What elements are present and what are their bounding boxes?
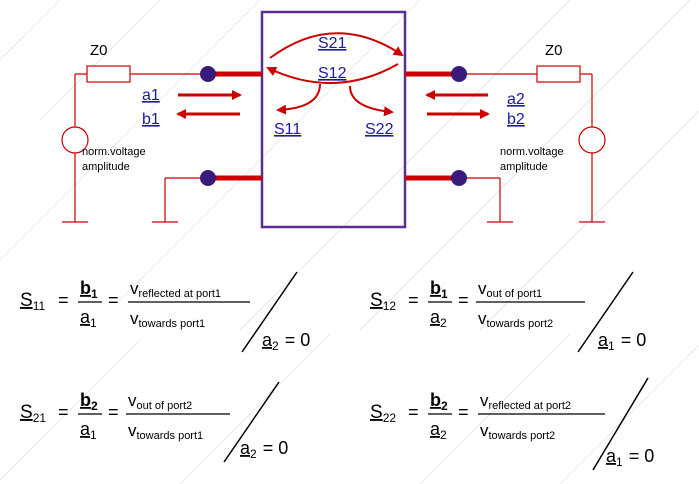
svg-text:vtowards port1: vtowards port1 [130,309,205,330]
svg-text:a1= 0: a1= 0 [606,446,654,469]
right-terminal-top-dot [451,66,467,82]
svg-text:b1: b1 [80,278,98,301]
svg-text:a2= 0: a2= 0 [240,438,288,461]
two-port-box [260,10,407,229]
svg-text:a1: a1 [80,307,97,330]
svg-text:b1: b1 [430,278,448,301]
svg-text:vtowards port2: vtowards port2 [478,309,553,330]
diagram-labels: Z0 Z0 a1 b1 a2 b2 S21 S12 S11 S22 norm.v… [82,35,564,173]
s22-arrow [349,85,394,117]
svg-text:vout of port2: vout of port2 [128,391,192,412]
s11-arrow [276,83,321,115]
z0-left-resistor [86,65,131,83]
svg-text:a1= 0: a1= 0 [598,330,646,353]
svg-text:vout of port1: vout of port1 [478,279,542,300]
equation-s11: S11 = b1 a1 = vreflected at port1 vtowar… [20,271,310,353]
a2-label: a2 [507,91,525,108]
s11-label: S11 [274,121,301,138]
right-port [405,65,606,223]
norm-right-line1: norm.voltage [500,146,564,158]
svg-text:vtowards port1: vtowards port1 [128,421,203,442]
norm-left-line2: amplitude [82,161,130,173]
left-terminal-top-dot [200,66,216,82]
norm-left-line1: norm.voltage [82,146,146,158]
svg-text:=: = [408,402,419,422]
svg-text:=: = [108,402,119,422]
z0-left-label: Z0 [90,42,108,59]
right-voltage-source [578,126,606,154]
a1-label: a1 [142,87,160,104]
svg-text:S11: S11 [20,290,45,313]
right-terminal-bottom-dot [451,170,467,186]
z0-right-label: Z0 [545,42,563,59]
svg-text:=: = [458,290,469,310]
equation-s12: S12 = b1 a2 = vout of port1 vtowards por… [370,271,646,353]
svg-text:=: = [458,402,469,422]
svg-text:a1: a1 [80,419,97,442]
svg-text:S22: S22 [370,402,396,425]
left-terminal-bottom-dot [200,170,216,186]
left-port [61,65,262,223]
svg-text:a2= 0: a2= 0 [262,330,310,353]
svg-text:a2: a2 [430,419,447,442]
svg-text:=: = [58,402,69,422]
equation-s21: S21 = b2 a1 = vout of port2 vtowards por… [20,381,288,463]
svg-text:=: = [108,290,119,310]
norm-right-line2: amplitude [500,161,548,173]
s21-label: S21 [318,35,347,52]
svg-text:b2: b2 [430,390,448,413]
s12-arrow [266,63,399,84]
b2-label: b2 [507,111,525,128]
wave-arrows [176,90,490,119]
svg-text:S21: S21 [20,402,46,425]
z0-right-resistor [536,65,581,83]
svg-text:vreflected at port1: vreflected at port1 [130,279,221,300]
b1-label: b1 [142,111,160,128]
svg-text:a2: a2 [430,307,447,330]
svg-text:=: = [408,290,419,310]
s12-label: S12 [318,65,347,82]
svg-text:=: = [58,290,69,310]
s-param-arrows [266,32,404,117]
svg-text:vreflected at port2: vreflected at port2 [480,391,571,412]
s22-label: S22 [365,121,394,138]
svg-text:vtowards port2: vtowards port2 [480,421,555,442]
s21-arrow [269,32,404,59]
svg-text:S12: S12 [370,290,396,313]
svg-text:b2: b2 [80,390,98,413]
